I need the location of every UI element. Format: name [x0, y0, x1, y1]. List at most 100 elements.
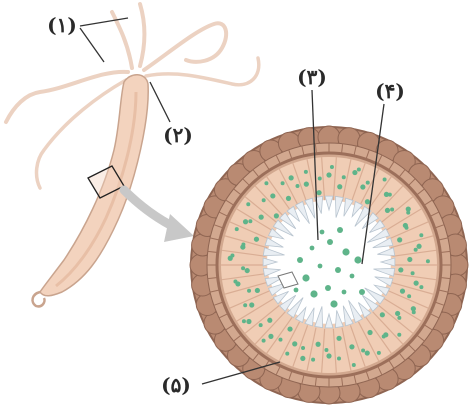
cell-granule [397, 237, 402, 242]
leader-1b [80, 28, 104, 62]
food-particle [302, 274, 309, 281]
food-particle [310, 246, 315, 251]
cell-granule [262, 339, 266, 343]
cell-granule [270, 193, 275, 198]
food-particle [354, 256, 361, 263]
cell-granule [336, 336, 341, 341]
cell-granule [414, 248, 418, 252]
food-particle [310, 290, 317, 297]
tentacle-right [144, 23, 226, 70]
cell-granule [246, 202, 250, 206]
food-particle [297, 257, 303, 263]
food-particle [342, 290, 347, 295]
cell-granule [419, 285, 423, 289]
cell-granule [295, 184, 299, 188]
cell-granule [264, 181, 268, 185]
label-4: (۴) [375, 79, 405, 103]
food-particle [320, 230, 325, 235]
cell-granule [383, 177, 387, 181]
cell-granule [287, 326, 292, 331]
cell-granule [367, 330, 372, 335]
leader-1a [80, 18, 128, 26]
cell-granule [267, 318, 272, 323]
leader-2 [150, 82, 170, 122]
cell-granule [301, 346, 305, 350]
cell-granule [390, 208, 394, 212]
cell-granule [247, 289, 251, 293]
cell-granule [262, 198, 266, 202]
food-particle [342, 248, 349, 255]
cell-granule [349, 344, 354, 349]
cell-granule [254, 237, 259, 242]
food-particle [294, 288, 299, 293]
cell-granule [405, 226, 409, 230]
cell-granule [242, 319, 246, 323]
cell-granule [292, 341, 297, 346]
cell-granule [419, 233, 423, 237]
magnify-arrowhead [164, 214, 194, 242]
cell-granule [249, 302, 254, 307]
cell-granule [411, 271, 415, 275]
cell-granule [324, 348, 328, 352]
cell-granule [259, 323, 263, 327]
cell-granule [286, 196, 291, 201]
cell-granule [316, 190, 321, 195]
cell-granule [397, 333, 401, 337]
cell-granule [235, 227, 239, 231]
cell-granule [377, 351, 381, 355]
cell-granule [407, 257, 412, 262]
cell-granule [316, 342, 321, 347]
cell-granule [304, 170, 308, 174]
food-particle [335, 267, 341, 273]
label-2-group: (۲) [150, 82, 193, 147]
cell-granule [388, 193, 392, 197]
label-5: (۵) [161, 373, 191, 397]
cell-granule [416, 244, 421, 249]
food-particle [330, 300, 337, 307]
cell-granule [414, 281, 419, 286]
cell-granule [385, 208, 390, 213]
cell-granule [412, 310, 416, 314]
cell-granule [357, 168, 361, 172]
label-3: (۳) [297, 65, 327, 89]
cell-granule [397, 316, 401, 320]
cell-granule [361, 348, 365, 352]
cell-granule [245, 268, 250, 273]
cell-granule [398, 267, 403, 272]
cell-granule [326, 353, 331, 358]
cell-granule [365, 199, 370, 204]
cell-granule [352, 170, 357, 175]
cell-granule [366, 181, 370, 185]
cell-granule [241, 266, 245, 270]
cell-granule [246, 319, 251, 324]
cell-granule [360, 184, 365, 189]
cell-granule [241, 243, 245, 247]
cell-granule [337, 356, 341, 360]
cell-granule [318, 176, 322, 180]
cross-section [190, 126, 468, 404]
food-particle [337, 227, 343, 233]
cell-granule [330, 165, 334, 169]
food-particle [350, 274, 355, 279]
cell-granule [274, 213, 279, 218]
cell-granule [285, 352, 289, 356]
cell-granule [243, 303, 247, 307]
tentacle-left [6, 72, 128, 122]
cell-granule [311, 358, 315, 362]
cell-granule [304, 182, 309, 187]
cell-granule [400, 289, 405, 294]
cell-granule [406, 211, 410, 215]
cell-granule [278, 338, 282, 342]
label-2: (۲) [163, 123, 193, 147]
cell-granule [268, 334, 273, 339]
food-particle [318, 264, 323, 269]
cell-granule [243, 219, 248, 224]
label-1-group: (۱) [47, 13, 128, 62]
cell-granule [337, 184, 342, 189]
cell-granule [248, 219, 252, 223]
cell-granule [426, 259, 430, 263]
tentacle-up [140, 4, 145, 66]
cell-granule [342, 175, 346, 179]
cell-granule [230, 253, 234, 257]
